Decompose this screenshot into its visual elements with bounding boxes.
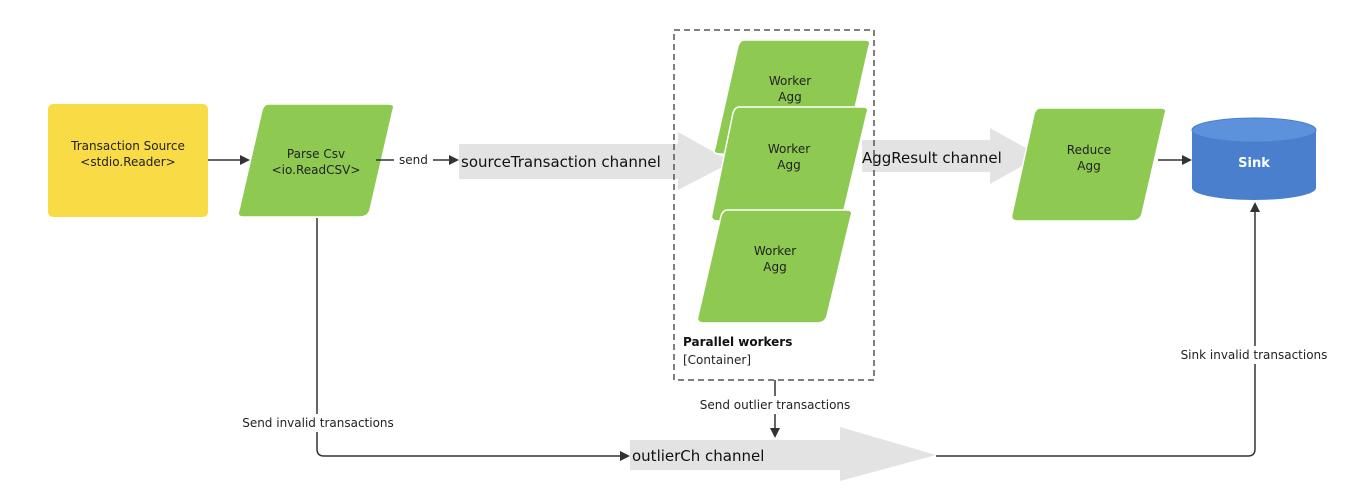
channel-source-transaction: sourceTransaction channel — [459, 132, 732, 190]
reduce-agg-node: Reduce Agg — [1010, 107, 1167, 222]
channel-agg-result-label: AggResult channel — [862, 149, 1002, 167]
parse-line2: <io.ReadCSV> — [272, 163, 361, 177]
channel-outlier-label: outlierCh channel — [632, 447, 764, 465]
worker-bottom-line1: Worker — [754, 244, 796, 258]
worker-bottom-line2: Agg — [763, 260, 786, 274]
edge-container-outlier: Send outlier transactions — [690, 380, 860, 438]
container-title: Parallel workers — [683, 335, 792, 349]
worker-mid-line2: Agg — [777, 158, 800, 172]
worker-node-bottom: Worker Agg — [696, 209, 853, 324]
edge-outlier-to-sink: Sink invalid transactions — [936, 202, 1338, 457]
edge-send-label: send — [399, 153, 428, 167]
worker-top-line2: Agg — [778, 90, 801, 104]
worker-node-middle: Worker Agg — [710, 106, 869, 222]
transaction-source-node: Transaction Source <stdio.Reader> — [48, 104, 208, 217]
parallel-workers-container: Parallel workers [Container] — [673, 29, 875, 381]
edge-send-outlier-label: Send outlier transactions — [700, 398, 851, 412]
parse-csv-node: Parse Csv <io.ReadCSV> — [237, 103, 395, 218]
edge-parse-send: send — [376, 153, 459, 167]
source-line1: Transaction Source — [70, 139, 185, 153]
source-line2: <stdio.Reader> — [80, 155, 175, 169]
channel-outlier: outlierCh channel — [630, 427, 936, 481]
reduce-line1: Reduce — [1067, 143, 1111, 157]
worker-top-line1: Worker — [769, 74, 811, 88]
edge-sink-invalid-label: Sink invalid transactions — [1181, 348, 1328, 362]
parse-line1: Parse Csv — [287, 147, 345, 161]
worker-mid-line1: Worker — [768, 142, 810, 156]
sink-node: Sink — [1191, 117, 1317, 200]
sink-label: Sink — [1238, 156, 1270, 171]
container-subtitle: [Container] — [683, 353, 751, 367]
channel-source-transaction-label: sourceTransaction channel — [461, 153, 661, 171]
edge-send-invalid-label: Send invalid transactions — [242, 416, 394, 430]
reduce-line2: Agg — [1077, 159, 1100, 173]
channel-agg-result: AggResult channel — [862, 128, 1040, 184]
edge-parse-invalid: Send invalid transactions — [232, 218, 630, 461]
